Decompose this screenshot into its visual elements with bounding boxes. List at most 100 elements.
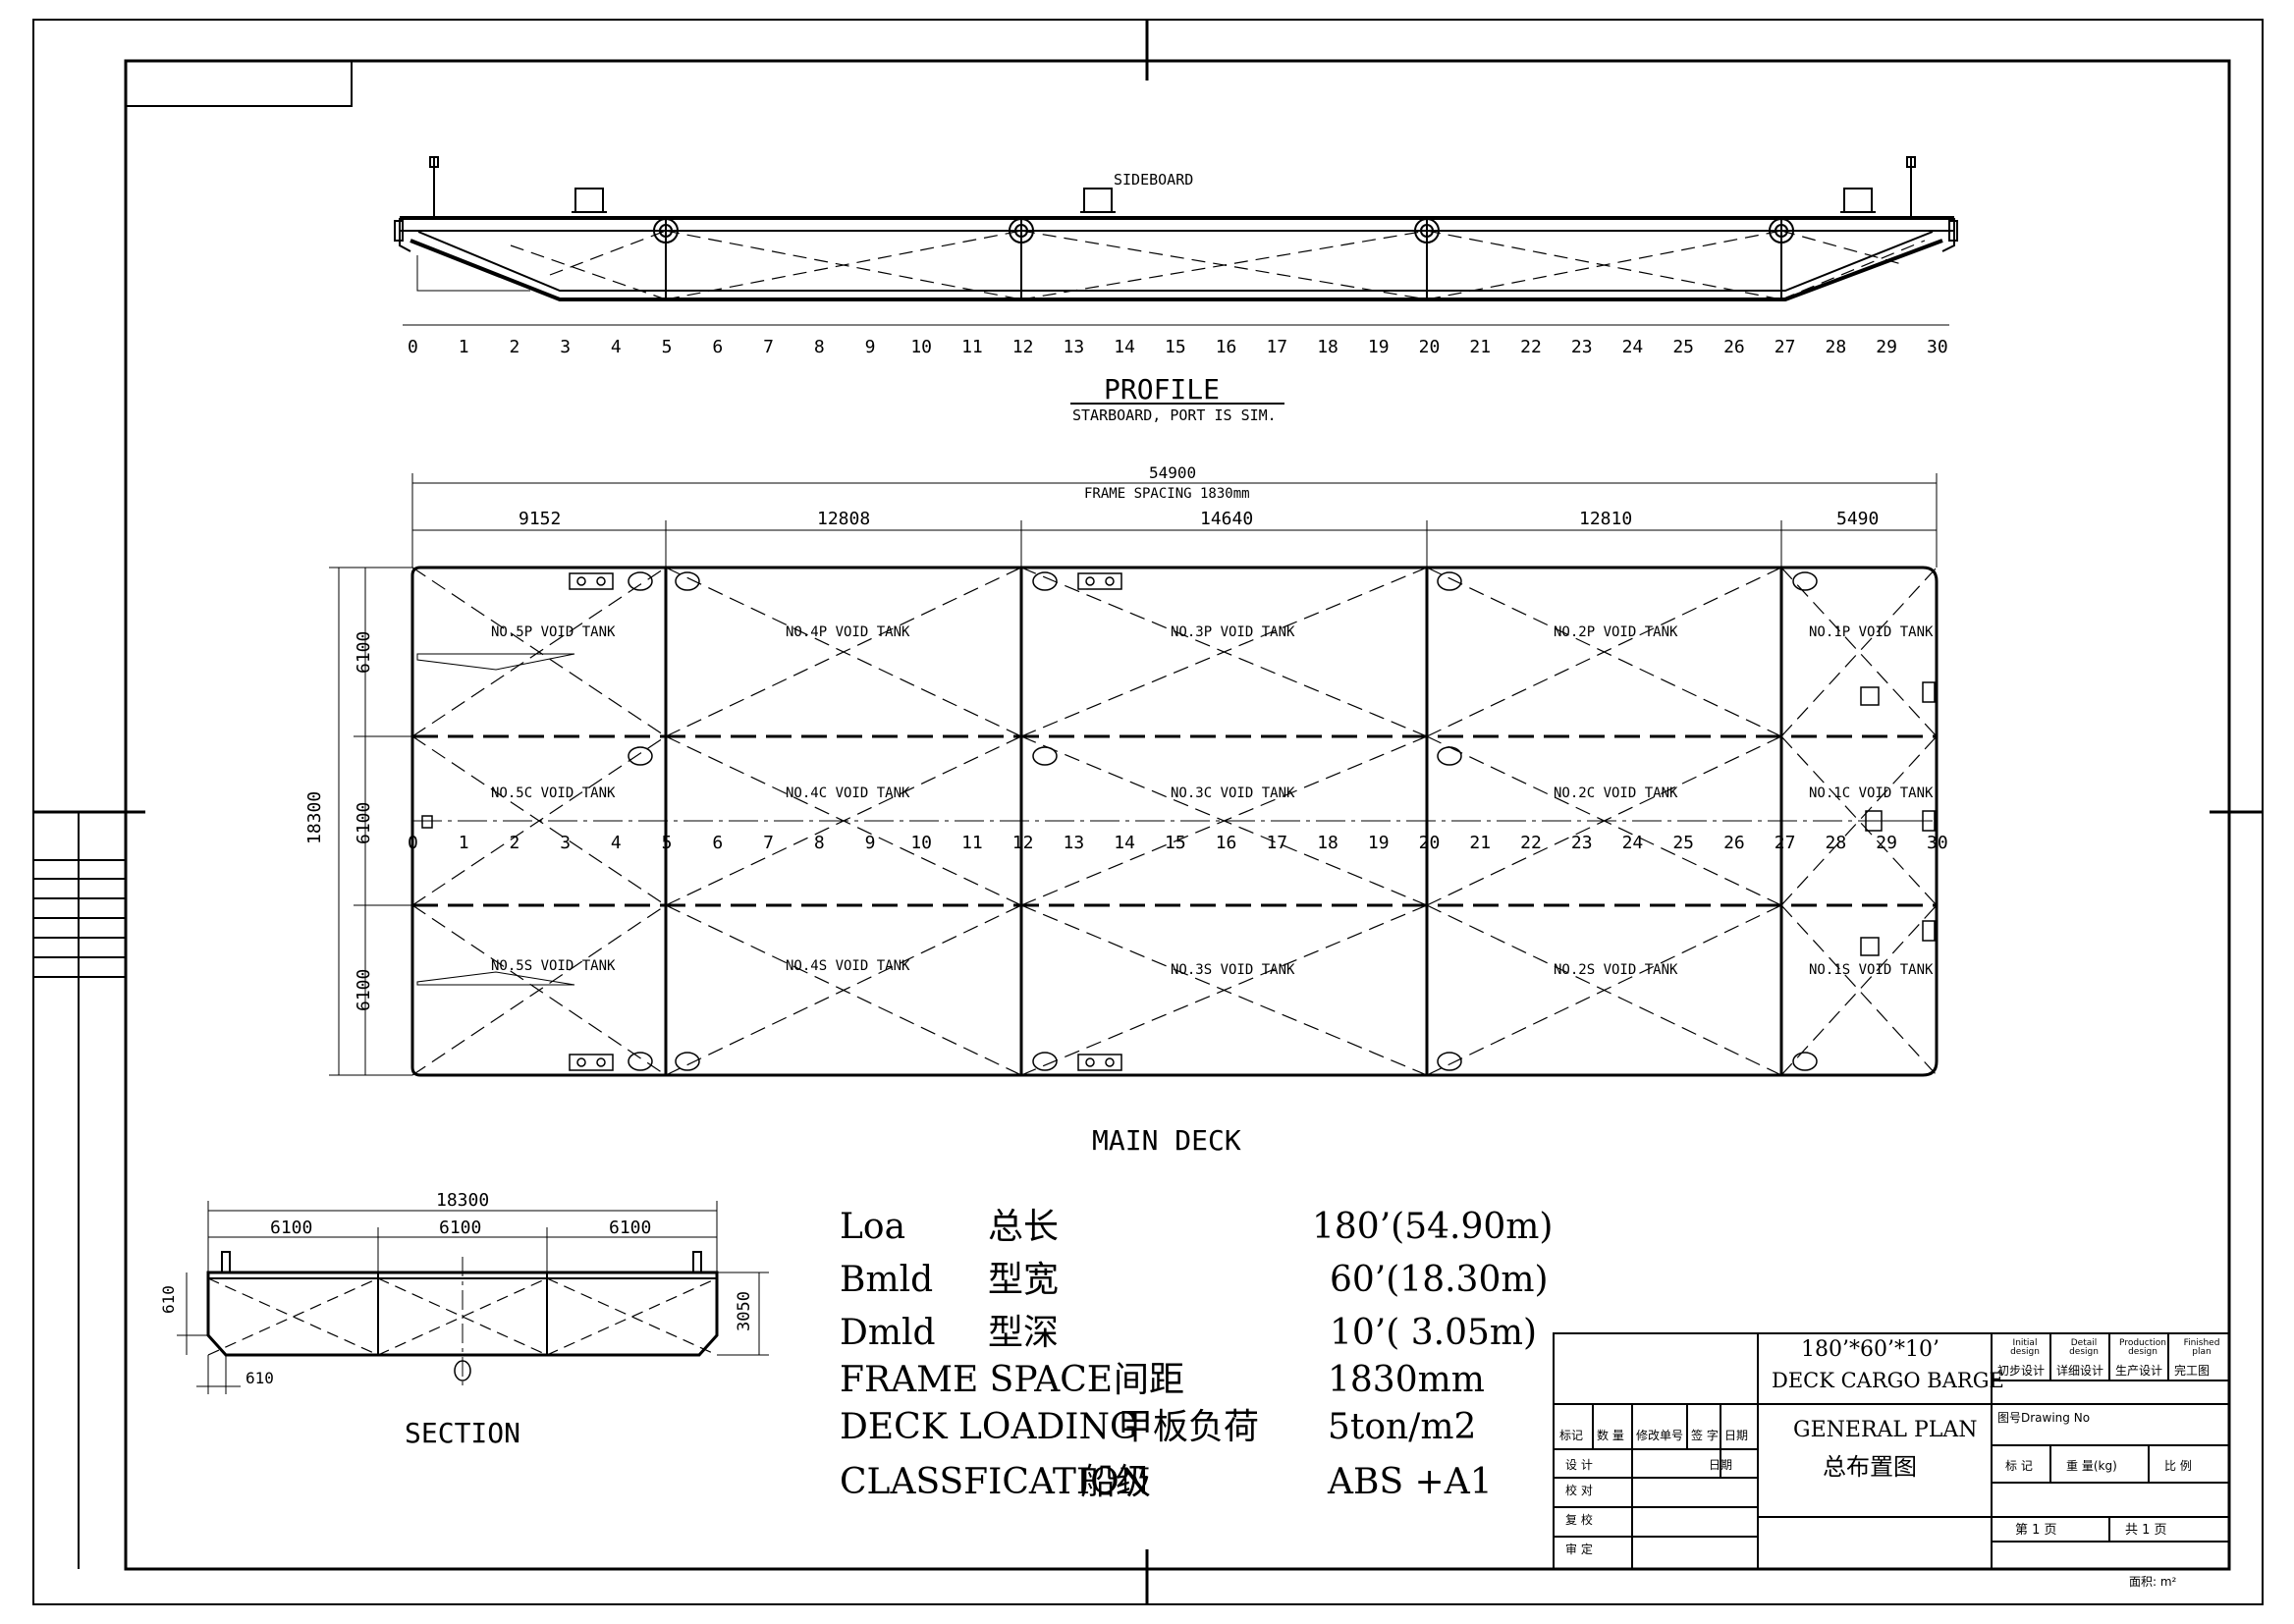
deck-frame-22: 22 — [1520, 833, 1542, 853]
tank-label: NO.4C VOID TANK — [786, 785, 910, 801]
revision-header: 标记 — [1559, 1429, 1584, 1442]
profile-frame-7: 7 — [763, 337, 774, 357]
role-label: 校 对 — [1565, 1484, 1593, 1497]
date-label: 日期 — [1709, 1458, 1733, 1472]
role-label: 审 定 — [1565, 1543, 1593, 1556]
profile-frame-28: 28 — [1825, 337, 1847, 357]
deck-breadth-part-2: 6100 — [354, 801, 374, 844]
section-chamfer-v: 610 — [159, 1285, 178, 1314]
area-label: 面积: m² — [2129, 1575, 2177, 1589]
spec-value: ABS +A1 — [1328, 1462, 1493, 1502]
deck-frame-9: 9 — [864, 833, 876, 853]
deck-frame-28: 28 — [1825, 833, 1847, 853]
main-deck-plan — [329, 473, 1939, 1077]
stage-0-en: Initial design — [2010, 1338, 2040, 1357]
stage-1-cn: 详细设计 — [2056, 1364, 2104, 1378]
deck-frame-10: 10 — [910, 833, 933, 853]
deck-frame-spacing: FRAME SPACING 1830mm — [1084, 486, 1250, 502]
deck-breadth-total: 18300 — [304, 790, 325, 844]
spec-label: Dmld — [840, 1313, 936, 1353]
profile-frame-22: 22 — [1520, 337, 1542, 357]
deck-breadth-part-3: 6100 — [354, 968, 374, 1011]
profile-frame-30: 30 — [1927, 337, 1948, 357]
section-depth: 3050 — [735, 1291, 754, 1331]
profile-frame-17: 17 — [1266, 337, 1288, 357]
tank-label: NO.5P VOID TANK — [491, 624, 616, 640]
deck-frame-23: 23 — [1570, 833, 1593, 853]
profile-frame-29: 29 — [1876, 337, 1897, 357]
deck-frame-13: 13 — [1063, 833, 1085, 853]
deck-frame-11: 11 — [961, 833, 983, 853]
profile-frame-27: 27 — [1774, 337, 1796, 357]
revision-header: 日期 — [1724, 1429, 1749, 1442]
deck-segment-2: 12808 — [817, 509, 871, 529]
stage-2-cn: 生产设计 — [2115, 1364, 2163, 1378]
deck-frame-6: 6 — [712, 833, 724, 853]
deck-frame-21: 21 — [1469, 833, 1492, 853]
plan-title-cn: 总布置图 — [1823, 1453, 1917, 1481]
sheet-number: 第 1 页 — [2015, 1523, 2057, 1538]
section-breadth-part-2: 6100 — [439, 1218, 482, 1238]
deck-frame-8: 8 — [813, 833, 825, 853]
deck-overall-length: 54900 — [1149, 463, 1197, 482]
spec-label: CLASSFICATION — [840, 1462, 1151, 1502]
profile-frame-18: 18 — [1317, 337, 1338, 357]
role-label: 设 计 — [1565, 1458, 1593, 1472]
vessel-type: DECK CARGO BARGE — [1772, 1369, 2004, 1392]
tank-label: NO.2C VOID TANK — [1554, 785, 1678, 801]
spec-label-cn: 型深 — [988, 1313, 1060, 1353]
spec-value: 60’(18.30m) — [1330, 1260, 1549, 1300]
section-breadth-total: 18300 — [436, 1190, 490, 1211]
profile-frame-10: 10 — [910, 337, 933, 357]
tank-label: NO.4S VOID TANK — [786, 958, 910, 974]
drawing-no-label: 图号Drawing No — [1997, 1411, 2091, 1425]
profile-frame-6: 6 — [712, 337, 724, 357]
profile-frame-0: 0 — [408, 337, 418, 357]
deck-frame-19: 19 — [1367, 833, 1390, 853]
deck-frame-17: 17 — [1266, 833, 1288, 853]
profile-frame-13: 13 — [1063, 337, 1085, 357]
deck-frame-1: 1 — [458, 833, 469, 853]
deck-frame-5: 5 — [661, 833, 673, 853]
main-deck-title: MAIN DECK — [1092, 1124, 1241, 1157]
deck-frame-4: 4 — [610, 833, 622, 853]
profile-frame-1: 1 — [458, 337, 469, 357]
stage-3-en: Finished plan — [2183, 1338, 2220, 1357]
profile-frame-15: 15 — [1165, 337, 1186, 357]
section-view — [177, 1201, 769, 1394]
scale-label: 比 例 — [2164, 1459, 2192, 1473]
stage-2-en: Production design — [2119, 1338, 2166, 1357]
section-title: SECTION — [405, 1417, 521, 1449]
tank-label: NO.3C VOID TANK — [1171, 785, 1295, 801]
deck-frame-2: 2 — [509, 833, 520, 853]
tank-label: NO.1S VOID TANK — [1809, 962, 1934, 978]
profile-frame-12: 12 — [1011, 337, 1034, 357]
sheet-total: 共 1 页 — [2125, 1523, 2167, 1538]
spec-label-cn: 船级 — [1080, 1462, 1152, 1502]
tank-label: NO.5C VOID TANK — [491, 785, 616, 801]
profile-frame-19: 19 — [1367, 337, 1390, 357]
profile-frame-4: 4 — [610, 337, 622, 357]
deck-frame-3: 3 — [560, 833, 572, 853]
deck-frame-15: 15 — [1165, 833, 1186, 853]
deck-frame-27: 27 — [1774, 833, 1796, 853]
stage-0-cn: 初步设计 — [1997, 1364, 2046, 1378]
profile-frame-24: 24 — [1621, 337, 1644, 357]
tank-label: NO.3P VOID TANK — [1171, 624, 1295, 640]
mark-label: 标 记 — [2005, 1459, 2033, 1473]
profile-frame-11: 11 — [961, 337, 983, 357]
revision-header: 修改单号 — [1636, 1429, 1684, 1442]
inner-frame — [124, 59, 2231, 1571]
deck-frame-7: 7 — [763, 833, 774, 853]
spec-value: 10’( 3.05m) — [1330, 1313, 1538, 1353]
spec-label: Bmld — [840, 1260, 934, 1300]
plan-title-en: GENERAL PLAN — [1793, 1418, 1978, 1442]
deck-breadth-part-1: 6100 — [354, 630, 374, 674]
profile-frame-20: 20 — [1418, 337, 1441, 357]
spec-label-cn: 型宽 — [988, 1260, 1060, 1300]
profile-frame-26: 26 — [1723, 337, 1745, 357]
deck-segment-1: 9152 — [519, 509, 562, 529]
spec-label-cn: 总长 — [988, 1207, 1060, 1247]
deck-segment-3: 14640 — [1200, 509, 1254, 529]
